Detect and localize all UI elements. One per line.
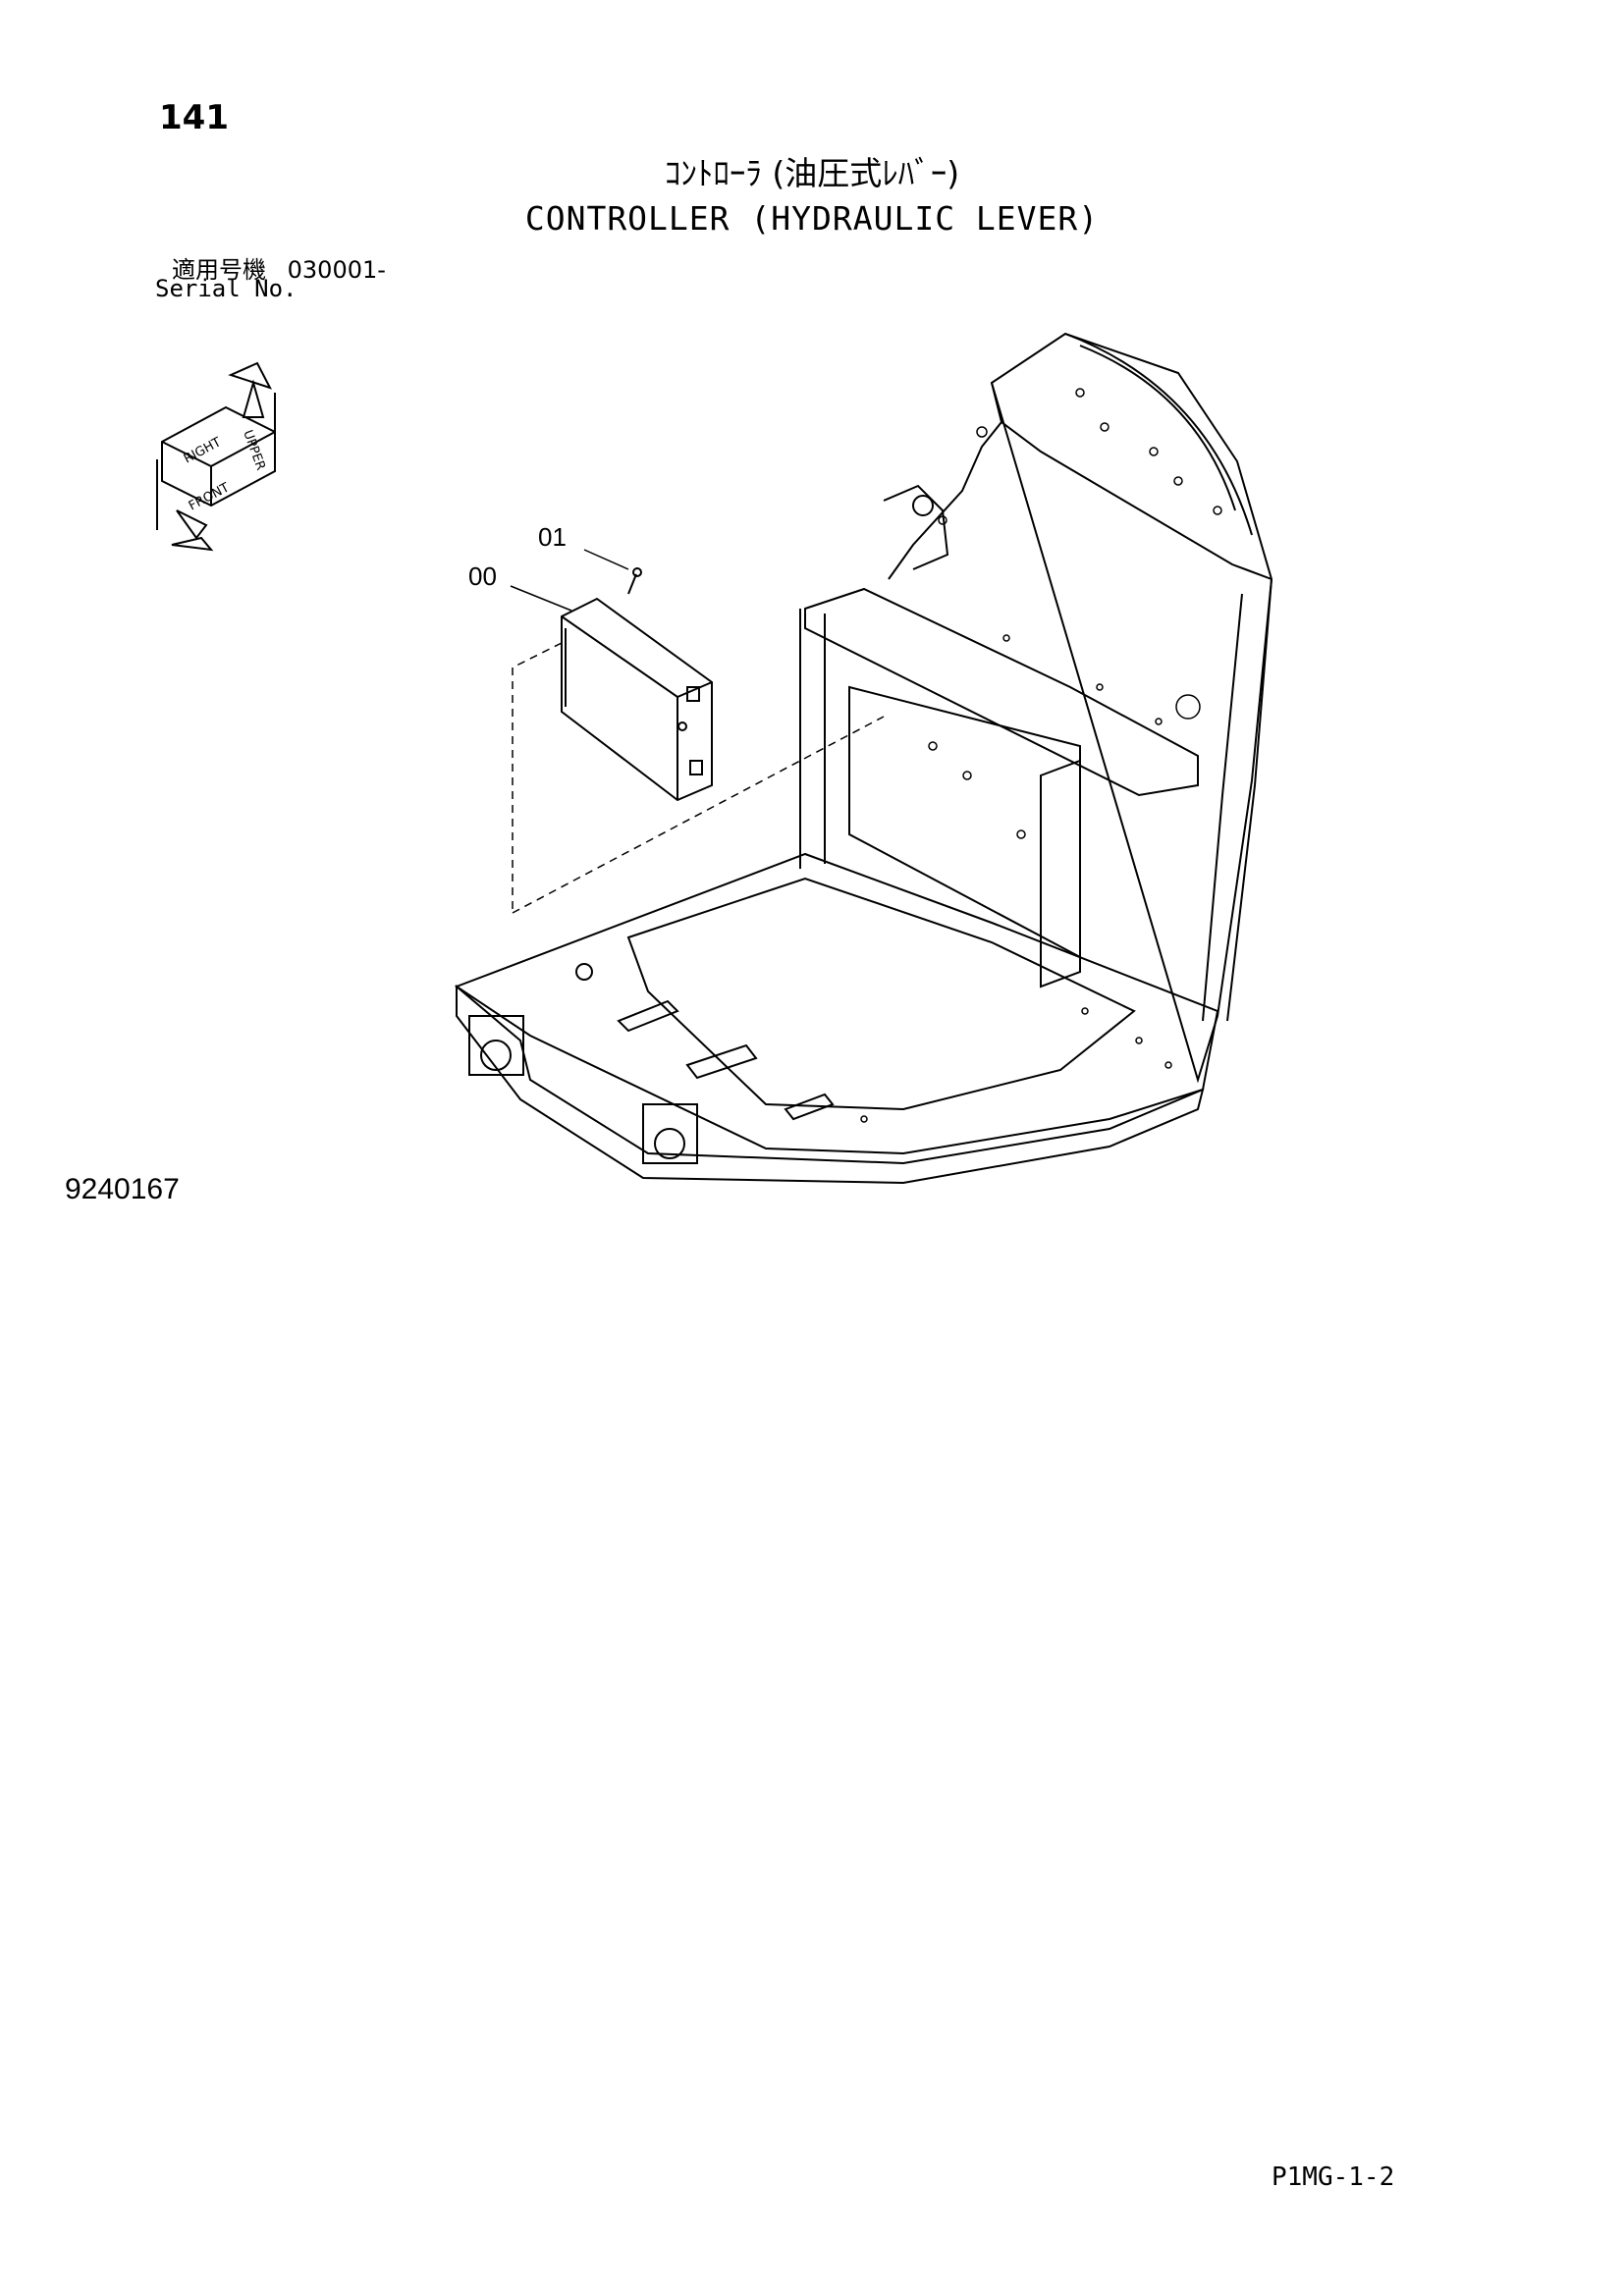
callout-01: 01: [538, 522, 567, 552]
serial-label-jp: 適用号機: [172, 256, 266, 284]
drawing-number: 9240167: [65, 1173, 180, 1205]
controller-unit: [561, 597, 713, 802]
title-japanese: ｺﾝﾄﾛｰﾗ (油圧式ﾚﾊﾞｰ): [664, 154, 960, 192]
callout-00: 00: [468, 561, 497, 591]
mounting-holes: [860, 388, 1222, 1123]
title-english: CONTROLLER (HYDRAULIC LEVER): [524, 199, 1100, 238]
serial-label-english: Serial No.: [155, 275, 298, 302]
orientation-label-upper: UPPER: [240, 428, 268, 472]
orientation-indicator: UPPER RIGHT FRONT: [156, 361, 276, 552]
bolt-part: [627, 567, 642, 595]
serial-value: 030001-: [287, 256, 386, 284]
leader-line-00: [510, 585, 572, 612]
install-dashed-lines: [512, 642, 885, 914]
page-number: 141: [159, 98, 229, 137]
page-code: P1MG-1-2: [1272, 2163, 1395, 2192]
leader-line-01: [583, 549, 629, 570]
serial-line-japanese: 適用号機 030001-: [172, 250, 386, 285]
cab-frame: [454, 332, 1273, 1185]
